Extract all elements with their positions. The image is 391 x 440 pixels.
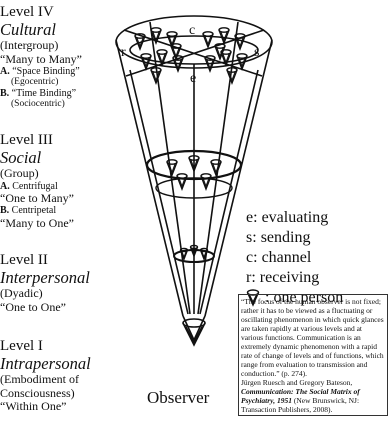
quote-authors: Jürgen Ruesch and Gregory Bateson, [241,378,352,387]
observer-label: Observer [147,388,209,408]
legend: e: evaluating s: sending c: channel r: r… [246,208,343,308]
cone-label-r: r [121,45,126,60]
person-cone-icon [141,54,151,69]
person-cone-icon [177,174,187,189]
person-cone-icon [201,174,211,189]
person-cone-icon [203,32,213,47]
person-cone-icon [219,28,229,43]
person-cone-icon [237,54,247,69]
legend-item-receiving: r: receiving [246,268,343,288]
legend-item-sending: s: sending [246,228,343,248]
cone-label-c: c [189,23,195,38]
legend-item-channel: c: channel [246,248,343,268]
quote-box: “The focus of the human observer is not … [238,294,388,416]
cone-label-e: e [190,71,196,86]
legend-item-evaluating: e: evaluating [246,208,343,228]
quote-body: “The focus of the human observer is not … [241,297,384,378]
cone-label-s: s [254,45,259,60]
